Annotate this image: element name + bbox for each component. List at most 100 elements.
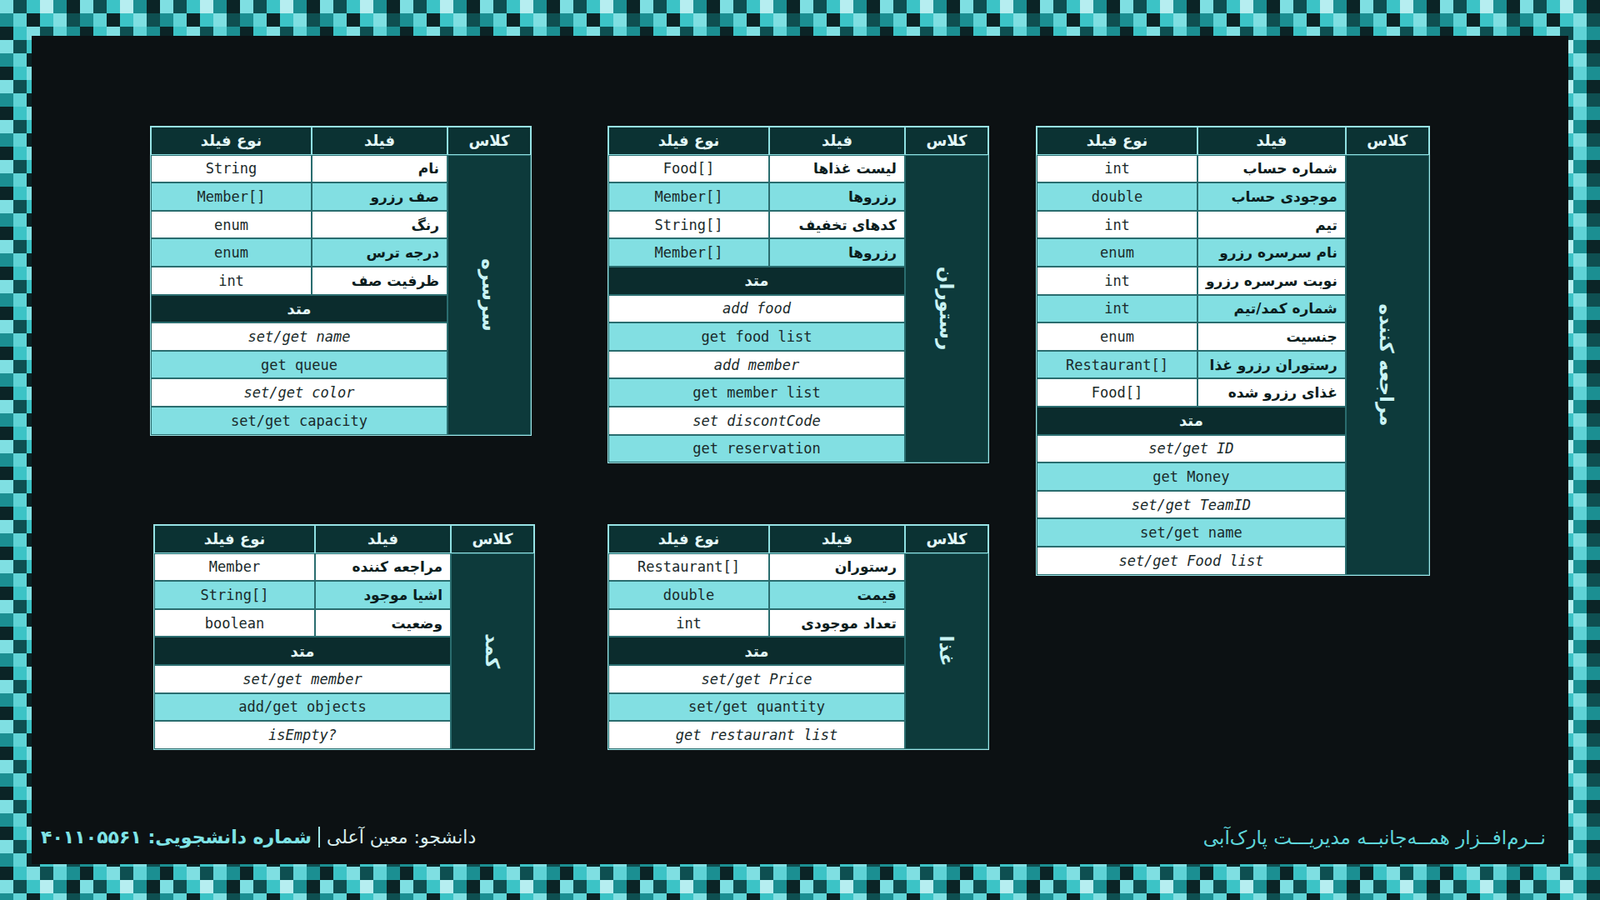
table-cell: رستوران: [769, 553, 905, 582]
field-name: رزروها: [848, 188, 897, 205]
table-cell: int: [1036, 210, 1198, 240]
table-cell: set/get Food list: [1036, 546, 1346, 575]
table-cell: قیمت: [769, 580, 905, 610]
table-cell: مراجعه کننده: [1345, 155, 1430, 575]
table-cell: نوع فیلد: [154, 525, 315, 554]
table-cell: set/get name: [150, 322, 448, 351]
table-cell: شماره حساب: [1197, 155, 1346, 184]
field-type: Member[]: [197, 188, 266, 205]
method-name: set/get Price: [700, 670, 812, 688]
table-cell: get Money: [1036, 462, 1346, 491]
table-cell: تعداد موجودی: [769, 609, 905, 638]
table-cell: isEmpty?: [154, 720, 451, 750]
table-cell: get member list: [608, 378, 905, 407]
table-cell: get food list: [608, 322, 905, 351]
column-header: کلاس: [926, 131, 968, 150]
field-name: رستوران رزرو غذا: [1210, 356, 1338, 374]
method-name: get restaurant list: [675, 726, 838, 744]
table-cell: set/get color: [150, 378, 448, 407]
table-cell: کلاس: [1345, 126, 1430, 155]
table-cell: نام: [311, 155, 448, 184]
field-type: Food[]: [1091, 384, 1143, 401]
table-cell: String[]: [154, 580, 315, 610]
class-name: کمد: [481, 633, 504, 669]
field-type: Member: [209, 558, 260, 575]
table-cell: فیلد: [315, 525, 451, 554]
column-header: فیلد: [821, 131, 853, 150]
table-cell: متد: [150, 295, 448, 324]
table-cell: int: [608, 609, 770, 638]
pixel-band: [0, 864, 1600, 900]
table-cell: نوع فیلد: [1036, 126, 1198, 155]
field-type: enum: [1100, 244, 1135, 261]
table-cell: درجه ترس: [311, 238, 448, 267]
table-cell: get queue: [150, 350, 448, 380]
field-name: اشیا موجود: [363, 586, 443, 604]
student-name: دانشجو: معین آعلی: [318, 826, 476, 848]
table-cell: غذای رزرو شده: [1197, 378, 1346, 407]
table-cell: مراجعه کننده: [315, 553, 451, 582]
column-header: فیلد: [364, 131, 395, 150]
table-cell: سرسره: [447, 155, 531, 435]
table-cell: متد: [608, 266, 905, 295]
method-name: get reservation: [692, 440, 821, 457]
table-cell: int: [150, 266, 312, 295]
table-cell: لیست غذاها: [769, 155, 905, 184]
table-cell: Member[]: [608, 182, 770, 211]
table-cell: تیم: [1197, 210, 1346, 240]
field-type: Food[]: [663, 160, 715, 177]
table-cell: int: [1036, 155, 1198, 184]
field-name: قیمت: [857, 586, 897, 604]
class-table: کلاسفیلدنوع فیلدسرسرهنامStringصف رزروMem…: [150, 125, 532, 436]
column-header: فیلد: [1255, 131, 1287, 150]
section-header: متد: [745, 642, 770, 660]
field-type: double: [663, 586, 715, 604]
table-cell: Food[]: [1036, 378, 1198, 407]
column-header: نوع فیلد: [1086, 131, 1149, 150]
method-name: set/get capacity: [230, 412, 368, 430]
field-name: موجودی حساب: [1230, 188, 1337, 205]
field-type: double: [1091, 188, 1143, 205]
table-cell: متد: [154, 636, 451, 665]
table-cell: Member[]: [150, 182, 312, 211]
method-name: get Money: [1152, 468, 1230, 485]
table-cell: رزروها: [769, 182, 905, 211]
method-name: set/get member: [242, 670, 362, 688]
software-title: نــرم‌افــزار همــه‌جانبــه مدیریـــت پا…: [1203, 826, 1546, 849]
class-table: کلاسفیلدنوع فیلدرستورانلیست غذاهاFood[]ر…: [607, 125, 990, 464]
table-cell: set/get capacity: [150, 406, 448, 435]
column-header: نوع فیلد: [658, 530, 720, 548]
table-cell: نام سرسره رزرو: [1197, 238, 1346, 267]
section-header: متد: [290, 642, 315, 660]
table-cell: Restaurant[]: [608, 553, 770, 582]
method-name: set/get ID: [1148, 440, 1234, 457]
field-name: شماره حساب: [1243, 160, 1338, 177]
field-type: enum: [214, 216, 249, 234]
column-header: فیلد: [367, 530, 399, 548]
table-cell: نوع فیلد: [608, 126, 770, 155]
table-cell: وضعیت: [315, 609, 451, 638]
field-name: غذای رزرو شده: [1228, 384, 1338, 401]
footer-credits: دانشجو: معین آعلیشماره دانشجویی: ۴۰۱۱۰۵۵…: [40, 826, 476, 848]
table-cell: get reservation: [608, 435, 905, 464]
method-name: set/get color: [243, 384, 355, 401]
method-name: set/get name: [248, 328, 351, 345]
table-cell: get restaurant list: [608, 720, 905, 750]
column-header: نوع فیلد: [204, 530, 266, 548]
field-name: صف رزرو: [370, 188, 440, 205]
table-cell: add/get objects: [154, 693, 451, 722]
field-type: enum: [1100, 328, 1135, 345]
field-type: int: [218, 272, 245, 290]
table-cell: جنسیت: [1197, 322, 1346, 351]
field-name: لیست غذاها: [813, 160, 897, 177]
table-cell: double: [1036, 182, 1198, 211]
field-type: boolean: [205, 615, 265, 632]
field-type: String: [205, 160, 257, 177]
table-cell: set/get ID: [1036, 435, 1346, 464]
table-cell: غذا: [905, 553, 989, 750]
table-cell: نوع فیلد: [608, 525, 770, 554]
method-name: get queue: [260, 356, 338, 374]
field-name: رنگ: [410, 216, 440, 234]
method-name: set/get Food list: [1118, 552, 1264, 570]
